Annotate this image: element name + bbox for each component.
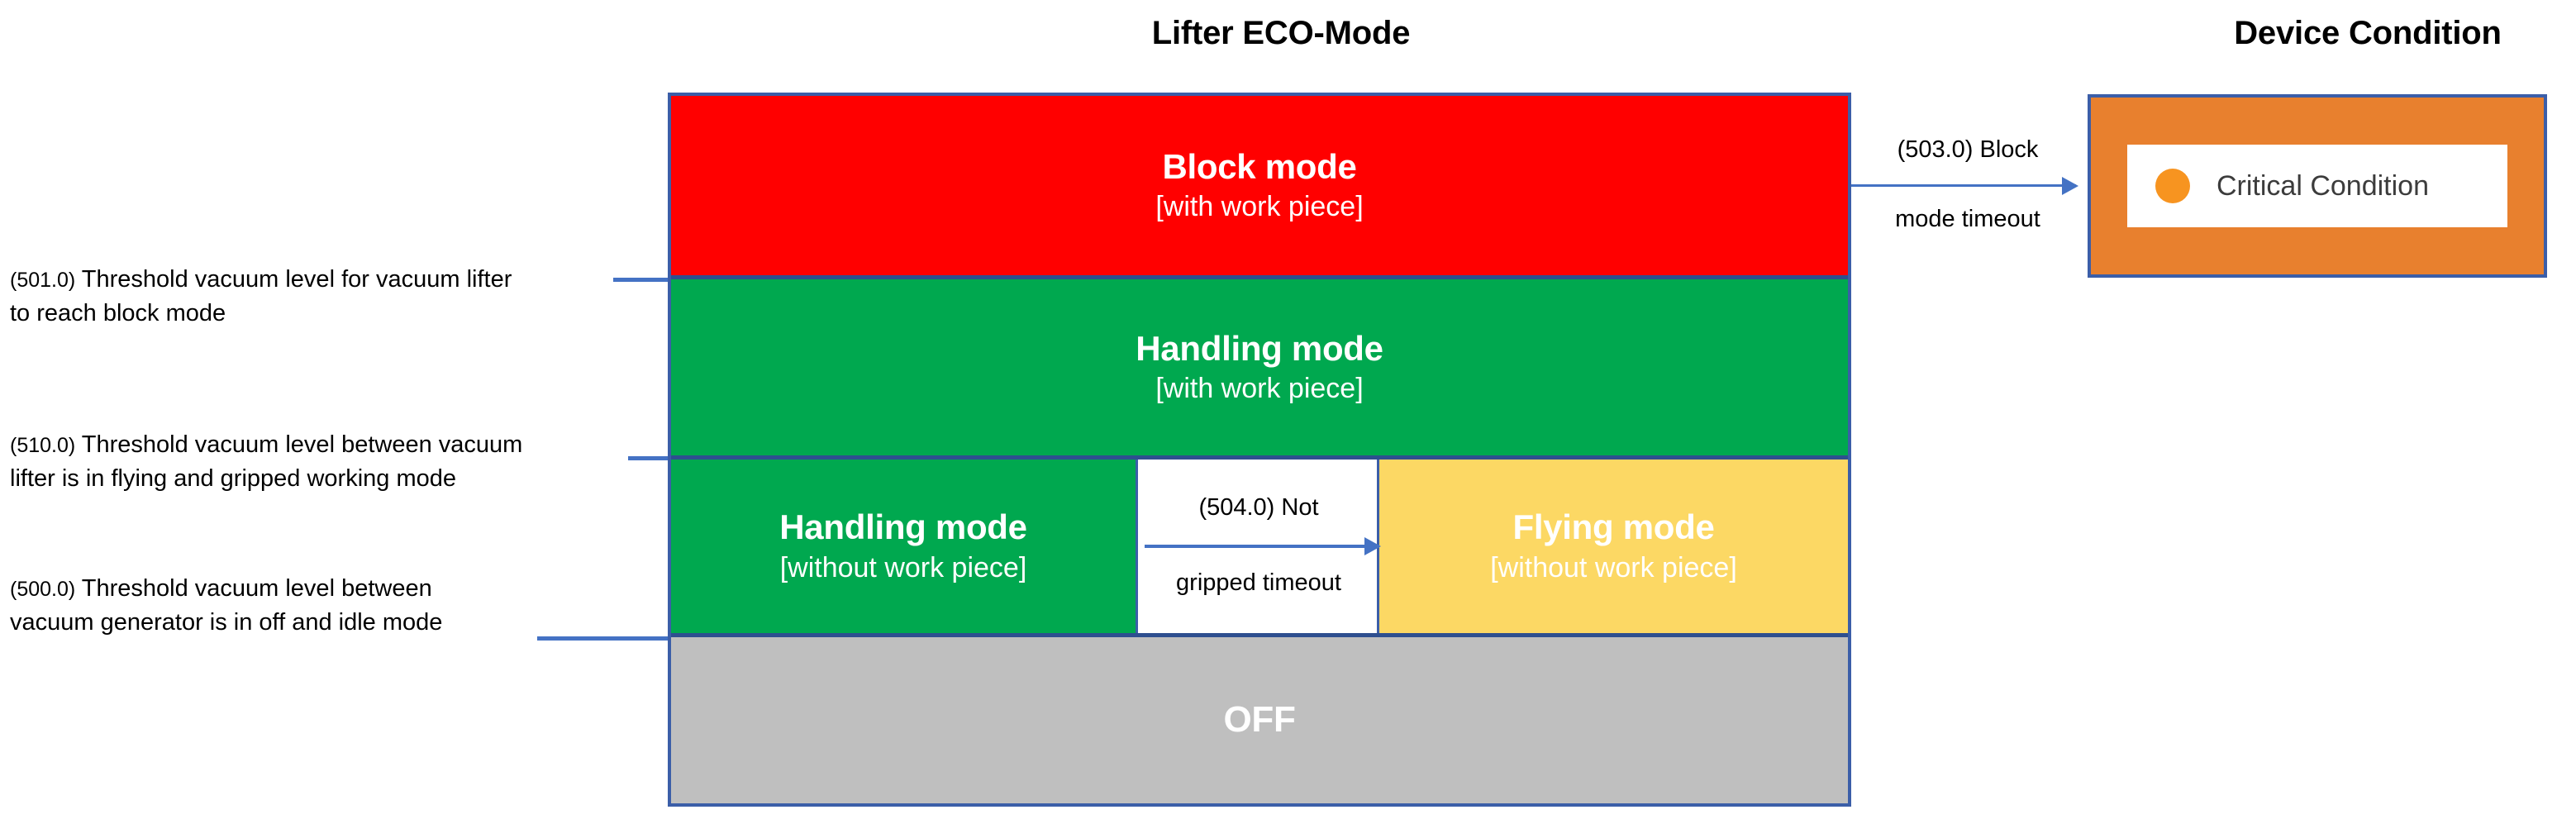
- band-handling-without-title: Handling mode: [779, 507, 1027, 547]
- threshold-label-500: (500.0) Threshold vacuum level between v…: [10, 572, 442, 640]
- band-block-mode-title: Block mode: [1162, 146, 1357, 186]
- page-title-device-condition: Device Condition: [2234, 15, 2502, 51]
- transition-label-block-mode-timeout: (503.0) Block mode timeout: [1864, 136, 2071, 232]
- transition-504-line2: gripped timeout: [1176, 569, 1341, 596]
- threshold-text-500-line2: vacuum generator is in off and idle mode: [10, 609, 443, 636]
- status-dot-icon: [2155, 169, 2190, 203]
- band-off-mode-title: OFF: [1223, 699, 1296, 741]
- band-handling-mode-without-work-piece: Handling mode [without work piece]: [671, 460, 1138, 633]
- threshold-line-510: [628, 456, 704, 460]
- band-handling-with-title: Handling mode: [1136, 328, 1383, 368]
- transition-503-line1: (503.0) Block: [1897, 136, 2039, 163]
- threshold-line-501: [613, 278, 704, 282]
- threshold-line-500: [537, 636, 702, 641]
- threshold-label-510: (510.0) Threshold vacuum level between v…: [10, 428, 522, 496]
- threshold-text-501-line2: to reach block mode: [10, 300, 226, 327]
- transition-504-line1: (504.0) Not: [1198, 493, 1319, 521]
- band-handling-without-subtitle: [without work piece]: [779, 551, 1027, 583]
- band-handling-mode-with-work-piece: Handling mode [with work piece]: [671, 279, 1848, 460]
- page-title-lifter-eco-mode: Lifter ECO-Mode: [1151, 15, 1411, 51]
- threshold-text-510-line2: lifter is in flying and gripped working …: [10, 465, 456, 493]
- status-badge: Critical Condition: [2127, 145, 2507, 227]
- threshold-code-510: (510.0): [10, 434, 76, 457]
- threshold-label-501: (501.0) Threshold vacuum level for vacuu…: [10, 263, 512, 331]
- band-middle-row: Handling mode [without work piece] (504.…: [671, 460, 1848, 637]
- band-block-mode: Block mode [with work piece]: [671, 96, 1848, 279]
- eco-mode-stack: Block mode [with work piece] Handling mo…: [668, 93, 1851, 807]
- threshold-code-501: (501.0): [10, 269, 76, 292]
- arrow-block-mode-timeout-icon: [1851, 184, 2076, 187]
- band-off-mode: OFF: [671, 637, 1848, 803]
- band-flying-mode: Flying mode [without work piece]: [1379, 460, 1848, 633]
- band-handling-with-subtitle: [with work piece]: [1155, 373, 1364, 405]
- transition-gap-not-gripped: (504.0) Not gripped timeout: [1138, 460, 1379, 633]
- threshold-text-510-line1: Threshold vacuum level between vacuum: [75, 431, 523, 458]
- threshold-text-501-line1: Threshold vacuum level for vacuum lifter: [75, 266, 512, 293]
- status-badge-label: Critical Condition: [2217, 169, 2429, 202]
- transition-503-line2: mode timeout: [1895, 206, 2040, 233]
- band-flying-mode-subtitle: [without work piece]: [1490, 551, 1737, 583]
- threshold-code-500: (500.0): [10, 578, 76, 601]
- band-flying-mode-title: Flying mode: [1512, 507, 1715, 547]
- band-block-mode-subtitle: [with work piece]: [1155, 191, 1364, 223]
- threshold-text-500-line1: Threshold vacuum level between: [75, 575, 432, 602]
- device-condition-card: Critical Condition: [2088, 94, 2547, 278]
- arrow-not-gripped-timeout-icon: [1145, 545, 1379, 548]
